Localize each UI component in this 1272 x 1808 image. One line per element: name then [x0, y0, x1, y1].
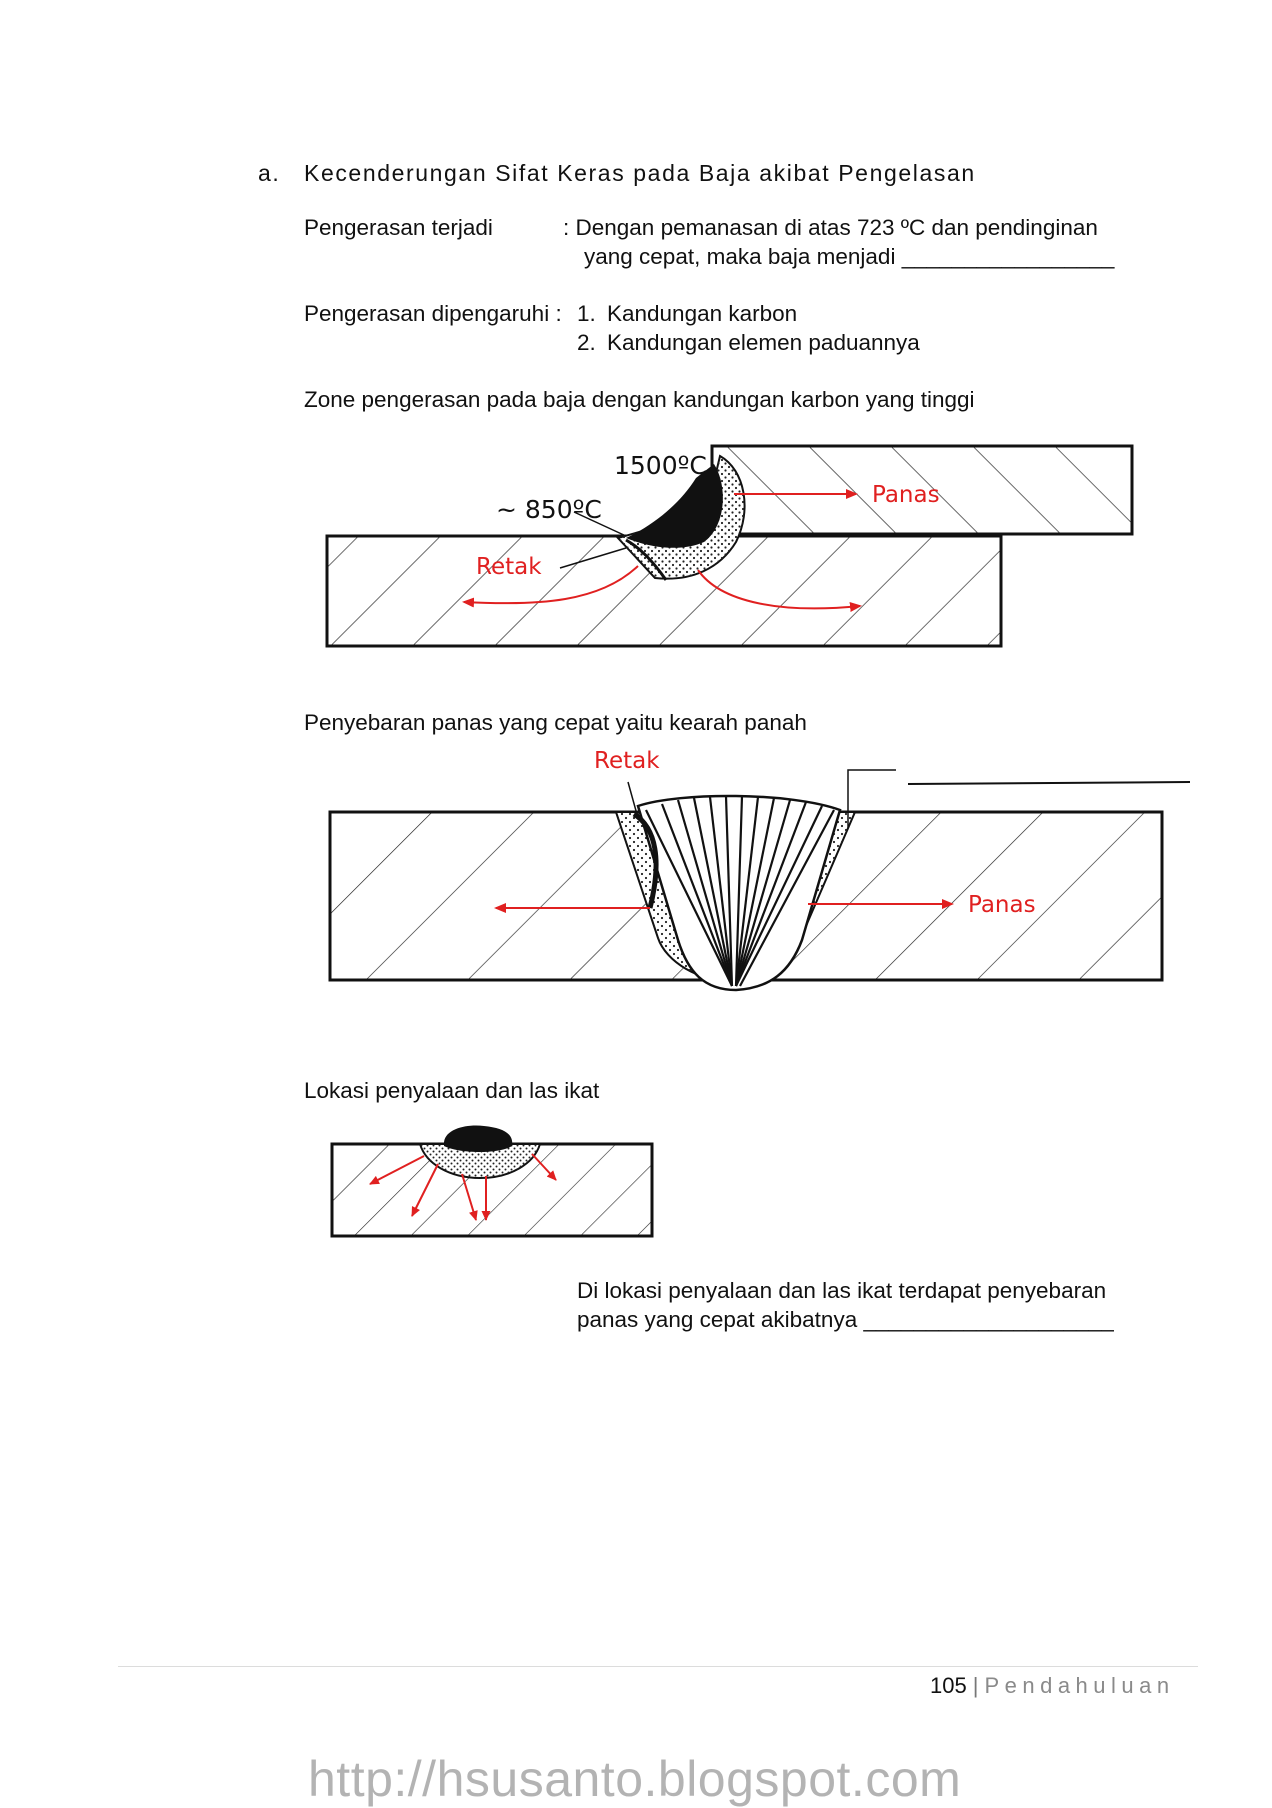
- hardening-occurs-label: Pengerasan terjadi: [304, 215, 493, 240]
- factor-1-num: 1.: [577, 301, 596, 326]
- factor-1-text: Kandungan karbon: [607, 301, 798, 326]
- crack-label-2: Retak: [594, 748, 660, 774]
- section-letter: a.: [258, 160, 281, 186]
- factor-2-text: Kandungan elemen paduannya: [607, 330, 920, 355]
- footer-separator: |: [972, 1673, 979, 1698]
- footer: 105|Pendahuluan: [930, 1673, 1175, 1699]
- heat-label-1: Panas: [872, 482, 940, 508]
- heat-label-2: Panas: [968, 892, 1036, 918]
- footer-divider: [118, 1666, 1198, 1667]
- tack-arrow-1: [369, 1155, 425, 1185]
- tack-arrow-3: [461, 1173, 478, 1221]
- hardening-occurs-line1: : Dengan pemanasan di atas 723 ºC dan pe…: [563, 215, 1098, 240]
- solidification-lines: [645, 795, 835, 987]
- zone-caption: Zone pengerasan pada baja dengan kandung…: [304, 387, 975, 412]
- weld-bead: [626, 464, 723, 548]
- heat-arrow-down-right: [697, 569, 862, 612]
- crack-line: [625, 538, 668, 581]
- temp-high-label: 1500ºC: [614, 451, 707, 480]
- factor-2-num: 2.: [577, 330, 596, 355]
- watermark-url: http://hsusanto.blogspot.com: [308, 1751, 962, 1807]
- page-number: 105: [930, 1673, 967, 1698]
- footer-title: Pendahuluan: [984, 1673, 1175, 1698]
- hardening-occurs-line2: yang cepat, maka baja menjadi __________…: [584, 244, 1115, 269]
- heat-arrow-down-left: [462, 565, 639, 608]
- tack-caption: Lokasi penyalaan dan las ikat: [304, 1078, 600, 1103]
- crack-label-1: Retak: [476, 554, 542, 580]
- butt-weld-diagram: Retak Panas: [328, 748, 1191, 992]
- tack-arrow-5: [531, 1153, 557, 1181]
- tack-note-line2: panas yang cepat akibatnya _____________…: [577, 1307, 1114, 1332]
- hardening-influenced-label: Pengerasan dipengaruhi :: [304, 301, 562, 326]
- tack-note-line1: Di lokasi penyalaan dan las ikat terdapa…: [577, 1278, 1107, 1303]
- crack-line-2: [632, 811, 659, 909]
- tack-arrow-2: [411, 1163, 439, 1217]
- tack-weld-diagram: [330, 1125, 654, 1238]
- tack-weld-bead: [444, 1125, 513, 1152]
- temp-low-label: ~ 850ºC: [496, 495, 602, 524]
- section-title: Kecenderungan Sifat Keras pada Baja akib…: [304, 160, 976, 186]
- lap-joint-diagram: 1500ºC ~ 850ºC Panas Retak: [325, 444, 1134, 648]
- spread-caption: Penyebaran panas yang cepat yaitu kearah…: [304, 710, 807, 735]
